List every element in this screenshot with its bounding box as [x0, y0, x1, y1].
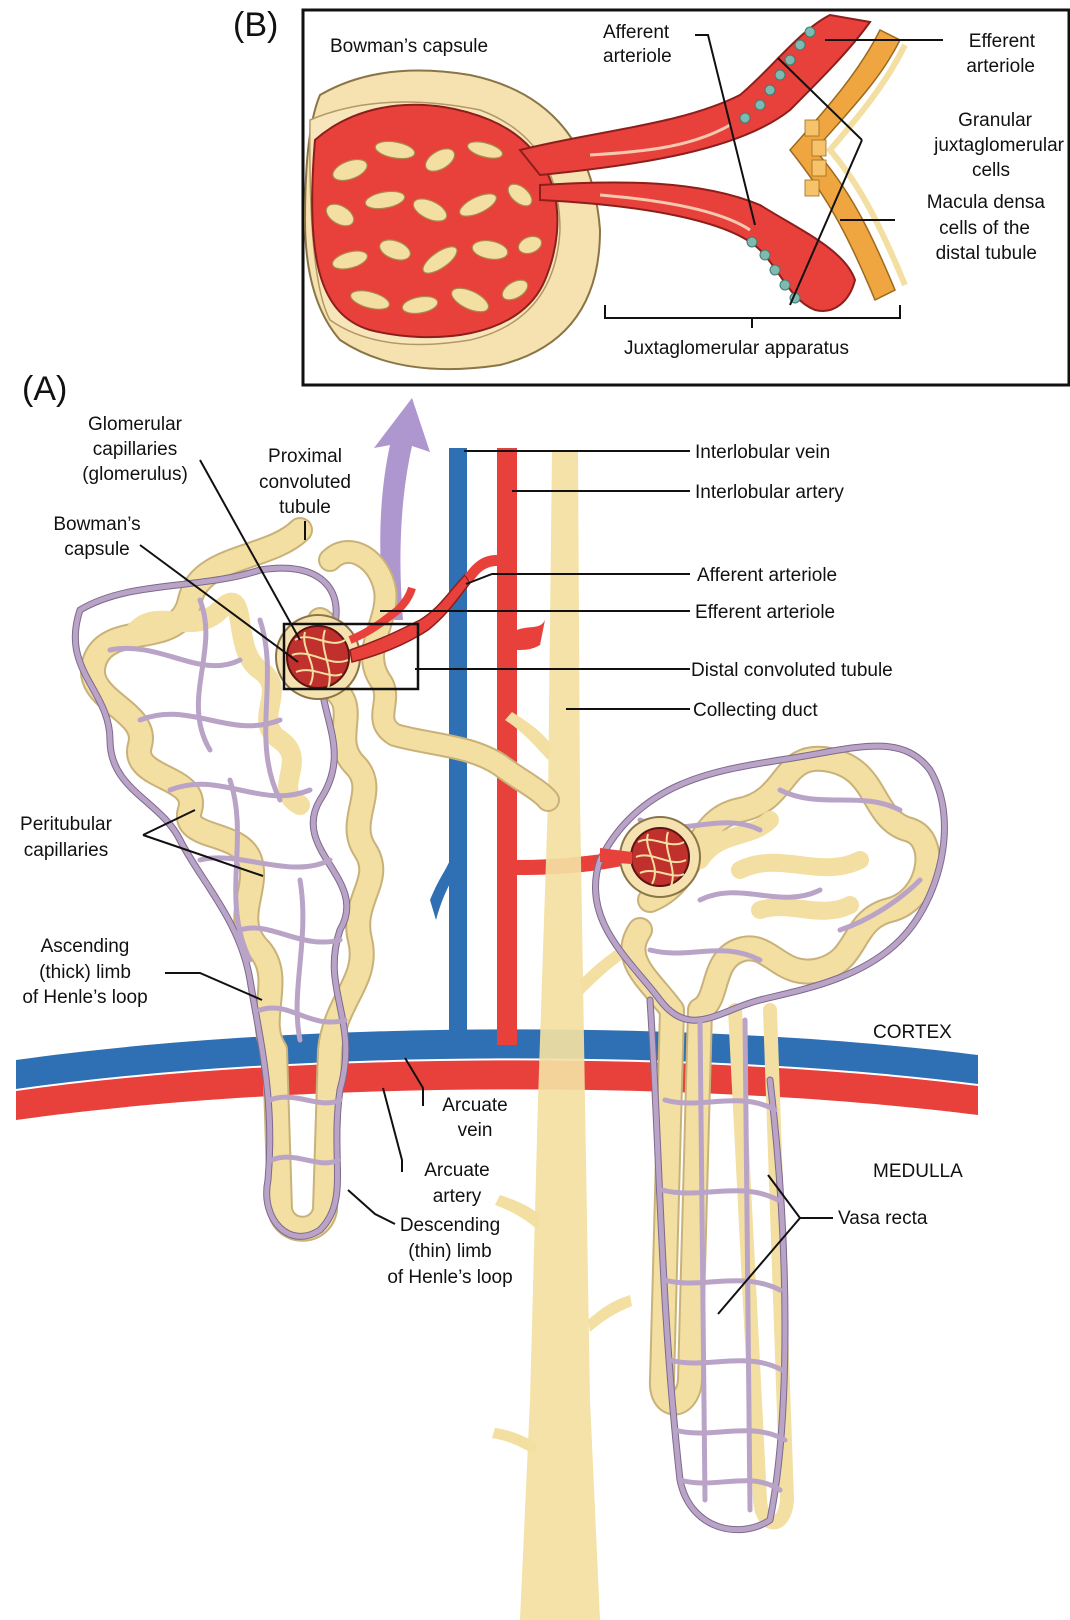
label-arcuate-vein: Arcuate vein: [442, 1095, 507, 1141]
label-line: of Henle’s loop: [387, 1267, 512, 1288]
label-line: juxtaglomerular: [933, 135, 1065, 156]
label-line: Glomerular: [88, 414, 183, 435]
label-line: of Henle’s loop: [22, 987, 147, 1008]
label-line: tubule: [279, 497, 331, 518]
label-efferent-arteriole: Efferent arteriole: [695, 602, 835, 623]
label-interlobular-artery: Interlobular artery: [695, 482, 844, 503]
label-descending-limb: Descending (thin) limb of Henle’s loop: [387, 1215, 512, 1288]
label-afferent-arteriole: Afferent arteriole: [697, 565, 837, 586]
label-line: Bowman’s: [53, 514, 140, 535]
label-line: arteriole: [603, 46, 672, 67]
label-arcuate-artery: Arcuate artery: [424, 1160, 489, 1207]
label-line: cells: [972, 160, 1010, 181]
label-line: capsule: [64, 539, 130, 560]
right-glomerulus: [600, 817, 700, 897]
label-line: Peritubular: [20, 814, 113, 835]
label-line: Granular: [958, 110, 1033, 131]
label-line: artery: [433, 1186, 482, 1207]
label-line: distal tubule: [936, 243, 1037, 264]
label-ascending-limb: Ascending (thick) limb of Henle’s loop: [22, 936, 147, 1008]
panel-b-label-bowmans-capsule: Bowman’s capsule: [330, 36, 488, 57]
panel-b-label-macula-densa: Macula densa cells of the distal tubule: [927, 192, 1046, 264]
label-line: Arcuate: [442, 1095, 507, 1116]
label-line: vein: [458, 1120, 493, 1141]
label-line: Arcuate: [424, 1160, 489, 1181]
label-line: Macula densa: [927, 192, 1046, 213]
label-cortex: CORTEX: [873, 1022, 952, 1043]
label-line: arteriole: [966, 56, 1035, 77]
label-glomerular-capillaries: Glomerular capillaries (glomerulus): [82, 414, 188, 485]
label-distal-tubule: Distal convoluted tubule: [691, 660, 893, 681]
label-collecting-duct: Collecting duct: [693, 700, 818, 721]
label-line: cells of the: [939, 218, 1030, 239]
label-line: Efferent: [969, 31, 1036, 52]
label-vasa-recta: Vasa recta: [838, 1208, 928, 1229]
panel-a-letter: (A): [22, 370, 67, 408]
label-line: convoluted: [259, 472, 351, 493]
label-line: (glomerulus): [82, 464, 188, 485]
label-medulla: MEDULLA: [873, 1161, 963, 1182]
label-line: Descending: [400, 1215, 500, 1236]
panel-b-letter: (B): [233, 6, 278, 44]
label-line: Proximal: [268, 446, 342, 467]
panel-b-label-jg-apparatus: Juxtaglomerular apparatus: [624, 338, 849, 359]
label-line: capillaries: [24, 840, 108, 861]
panel-b-glomerulus: [312, 105, 557, 337]
label-peritubular-capillaries: Peritubular capillaries: [20, 814, 113, 861]
label-line: (thin) limb: [408, 1241, 491, 1262]
label-line: capillaries: [93, 439, 177, 460]
label-proximal-tubule: Proximal convoluted tubule: [259, 446, 351, 518]
label-line: Afferent: [603, 22, 670, 43]
label-interlobular-vein: Interlobular vein: [695, 442, 830, 463]
label-line: (thick) limb: [39, 962, 131, 983]
label-line: Ascending: [41, 936, 130, 957]
label-bowmans-capsule: Bowman’s capsule: [53, 514, 140, 560]
panel-a: (A): [16, 370, 978, 1620]
panel-b: (B): [233, 6, 1069, 385]
